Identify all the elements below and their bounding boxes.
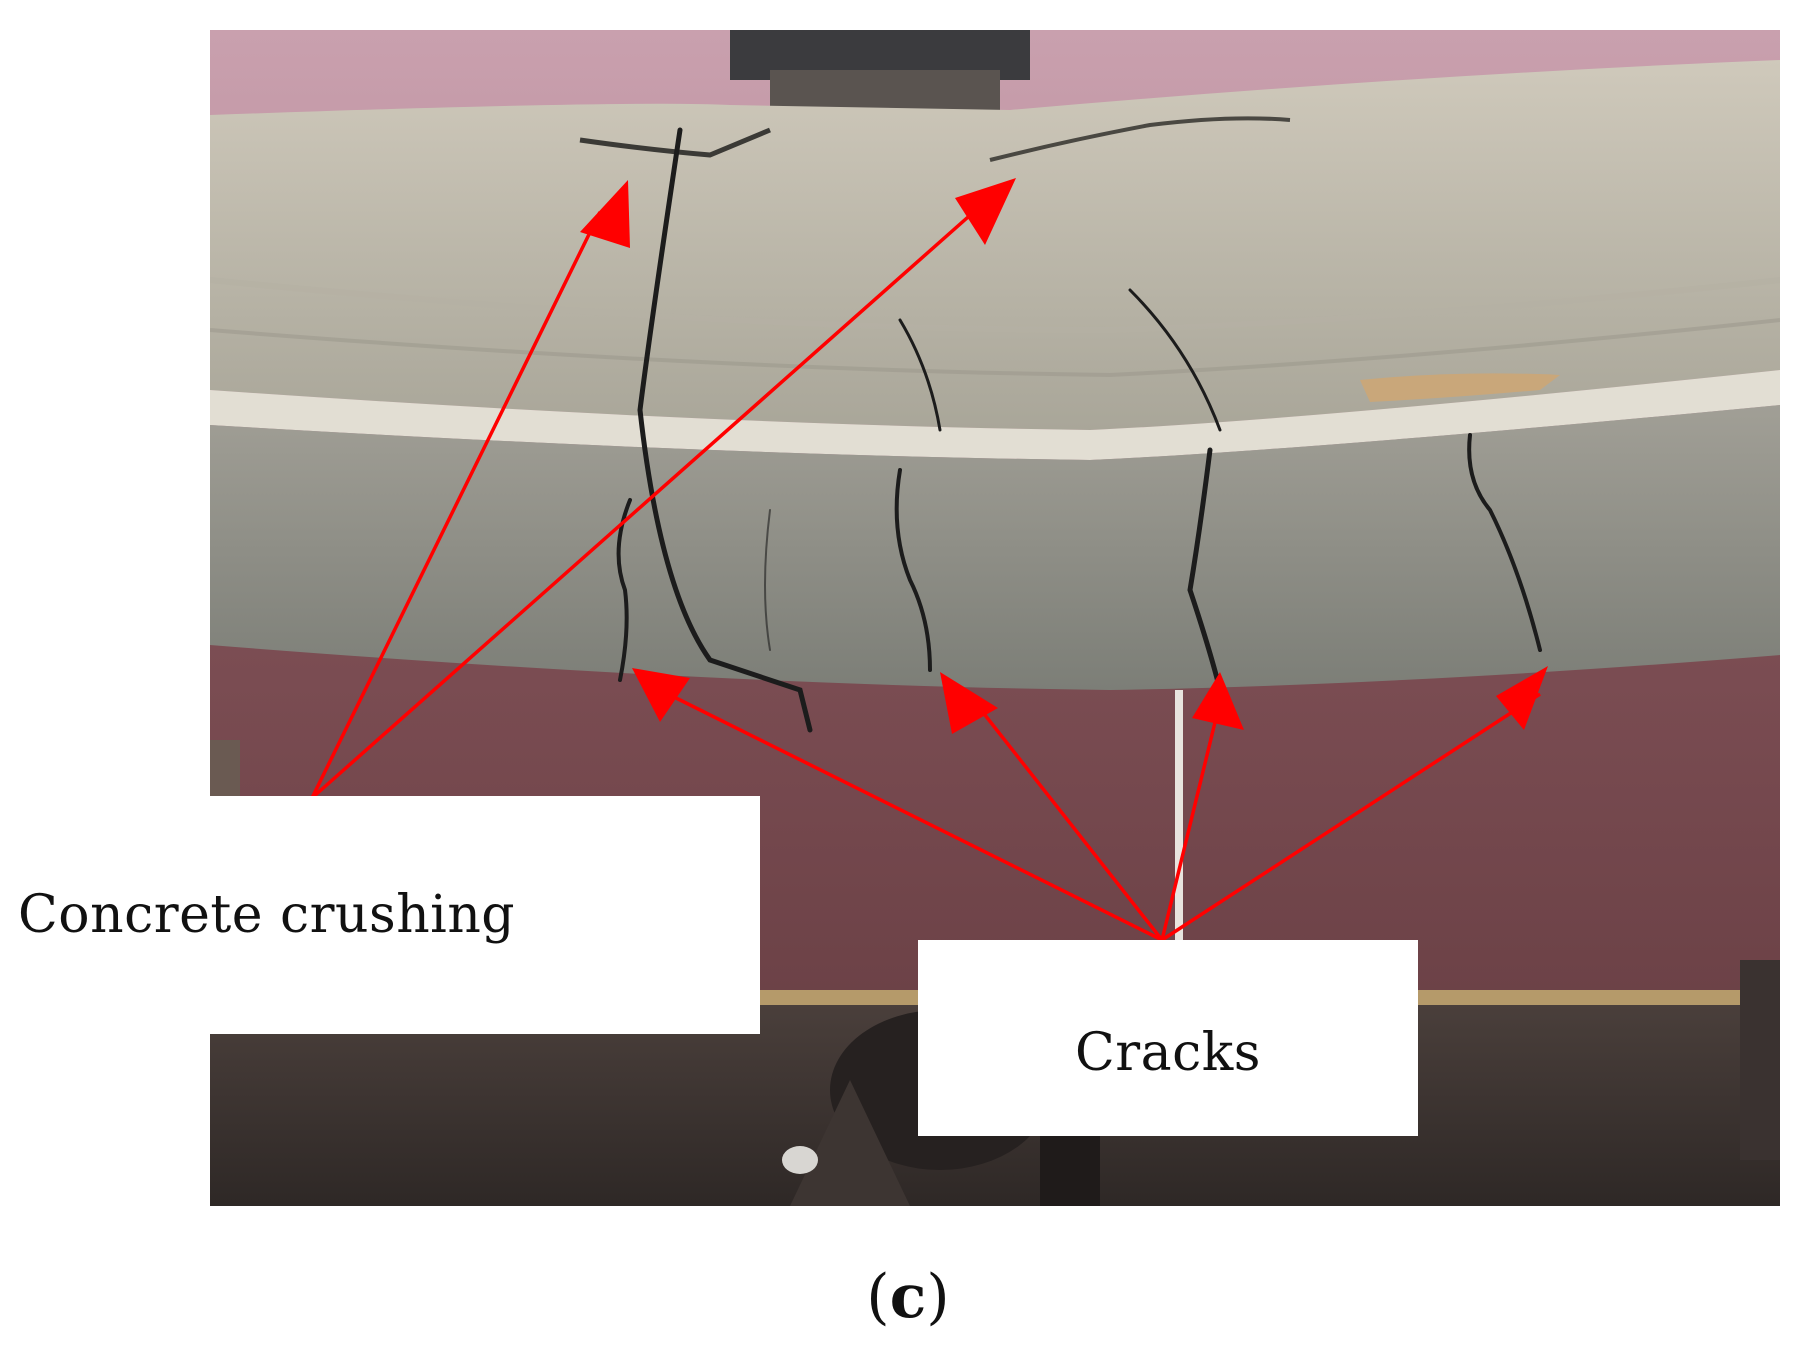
figure-caption: (c): [0, 1262, 1816, 1332]
concrete-crushing-label-box: Concrete crushing: [0, 796, 760, 1034]
caption-open-paren: (: [866, 1262, 890, 1332]
caption-close-paren: ): [926, 1262, 950, 1332]
cracks-label-box: Cracks: [918, 940, 1418, 1136]
concrete-crushing-label: Concrete crushing: [18, 885, 516, 945]
cracks-label: Cracks: [1075, 1023, 1261, 1083]
caption-letter: c: [889, 1262, 927, 1332]
